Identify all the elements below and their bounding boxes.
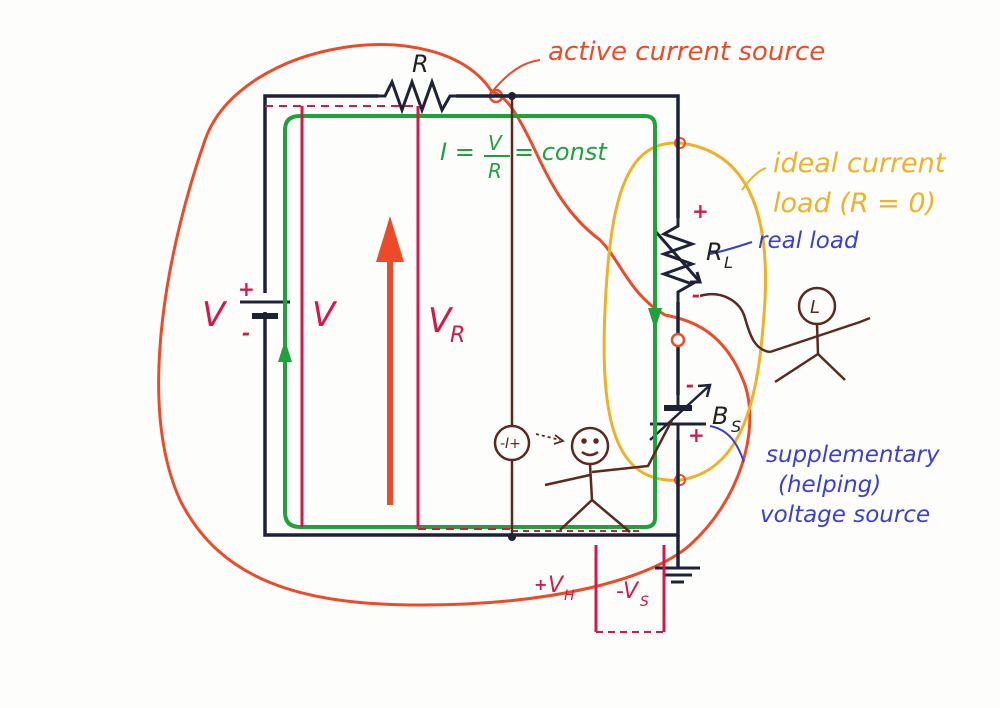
load-person-label: L [810,297,820,318]
helper-pointer [709,425,745,463]
current-loop [283,114,657,529]
bs-plus: + [688,423,705,447]
label-bs-sub: S [731,417,741,436]
label-rl-sub: L [724,253,733,272]
current-arrow-right [648,308,662,330]
bs-minus: - [686,373,694,397]
label-vh-sub: H [564,588,575,604]
ideal-load-pointer [741,167,767,191]
label-ideal-load-2: load (R = 0) [773,188,936,219]
ammeter-icon [493,424,531,462]
active-source-pointer [491,59,541,93]
formula-num: V [488,131,503,155]
label-vs: -V [616,579,640,604]
ideal-load-outline [602,141,768,482]
label-active-source: active current source [548,37,825,67]
real-load-pointer [709,241,753,255]
label-voltage-vr: V [428,301,454,341]
label-voltage-v: V [312,295,338,335]
ammeter-label: -I+ [500,436,521,452]
stick-figure-load [699,286,871,384]
ground-icon [655,566,700,584]
battery-icon [240,300,290,319]
variable-resistor-icon [654,218,703,302]
label-vh: V [548,573,565,598]
label-battery-v: V [202,295,228,335]
formula-den: R [488,159,502,183]
rl-minus: - [692,283,700,307]
label-helper-3: voltage source [760,502,930,528]
battery-plus: + [238,277,255,301]
label-helper-2: (helping) [778,472,881,498]
voltage-lines [265,105,666,633]
battery-minus: - [242,321,250,345]
formula-right: = const [514,138,608,166]
current-arrow-left [278,340,292,362]
stick-figure-helper [544,419,674,533]
active-current-source-outline [157,43,752,607]
rl-plus: + [692,199,709,223]
resistor-icon [378,77,456,115]
label-voltage-vr-sub: R [450,323,465,348]
label-ideal-load-1: ideal current [773,148,947,179]
label-bs: B [712,402,728,430]
label-real-load: real load [758,228,859,254]
variable-battery-icon [649,383,712,441]
circuit-wires [262,94,680,568]
voltage-arrow-head [376,216,404,262]
label-helper-1: supplementary [766,442,940,468]
formula-left: I = [440,138,475,166]
label-resistor: R [412,50,429,78]
label-vs-sub: S [640,594,649,610]
vh-plus: + [534,575,547,594]
label-rl: R [706,238,723,266]
